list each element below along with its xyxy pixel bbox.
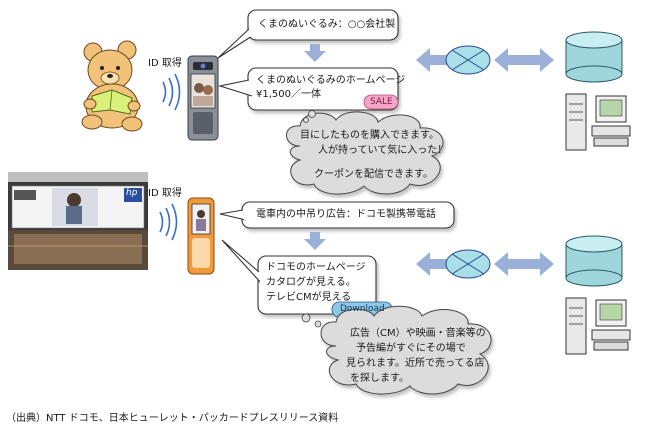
bidirectional-arrow-icon (494, 48, 554, 72)
signal-waves-icon (159, 203, 178, 241)
thought-cloud-bottom (320, 305, 492, 395)
cloud-dot (301, 313, 311, 323)
cloud-top-line2: 人が持っていて気に入った！ (318, 145, 448, 156)
database-icon (565, 31, 623, 83)
teddy-bear-icon (81, 40, 143, 132)
bubble-bottom-2-line1: ドコモのホームページ (266, 262, 366, 273)
bubble-bottom-1-text: 電車内の中吊り広告：ドコモ製携帯電話 (256, 209, 436, 220)
cloud-bottom-line3: 見られます。近所で売ってる店 (346, 358, 485, 369)
thought-cloud-top (286, 111, 444, 195)
signal-waves-icon (162, 73, 181, 111)
sale-badge (363, 94, 399, 110)
down-arrow-icon (304, 232, 326, 250)
speech-bubble-bottom-1 (219, 201, 455, 229)
cloud-top-line1: 目にしたものを購入できます。 (300, 130, 439, 141)
cloud-dot (314, 320, 322, 328)
bubble-bottom-2-line2: カタログが見える。 (266, 277, 356, 288)
speech-bubble-top-1 (217, 9, 399, 59)
mobile-phone-icon (187, 197, 215, 275)
cloud-dot (303, 117, 309, 123)
bubble-bottom-2-line3: テレビCMが見える (266, 292, 352, 303)
train-poster-image (8, 172, 148, 270)
server-computer-icon (565, 297, 631, 355)
mobile-phone-icon (187, 55, 219, 141)
cloud-bottom-line1: 広告（CM）や映画・音楽等の (350, 328, 486, 339)
bidirectional-arrow-icon (494, 252, 554, 276)
server-computer-icon (565, 93, 631, 151)
poster-logo: hp (126, 188, 138, 198)
download-badge-text: Download (340, 304, 385, 314)
id-acquire-label-bottom: ID 取得 (148, 188, 182, 199)
network-icon (445, 249, 491, 279)
bubble-top-2-line2: ¥1,500／一体 (256, 89, 321, 100)
cloud-bottom-line2: 予告編がすぐにその場で (356, 343, 466, 354)
cloud-bottom-line4: を探します。 (350, 373, 409, 384)
speech-bubble-top-2 (217, 67, 399, 111)
cloud-top-line3: クーポンを配信できます。 (314, 169, 433, 180)
down-arrow-icon (304, 44, 326, 62)
cloud-dot (308, 110, 316, 118)
sale-badge-text: SALE (370, 97, 393, 107)
source-note: （出典）NTT ドコモ、日本ヒューレット・パッカードプレスリリース資料 (6, 413, 339, 424)
bubble-top-1-text: くまのぬいぐるみ：○○会社製 (258, 19, 396, 30)
network-icon (445, 45, 491, 75)
id-acquire-label-top: ID 取得 (148, 58, 182, 69)
bubble-top-2-line1: くまのぬいぐるみのホームページ (256, 75, 406, 86)
database-icon (565, 235, 623, 287)
